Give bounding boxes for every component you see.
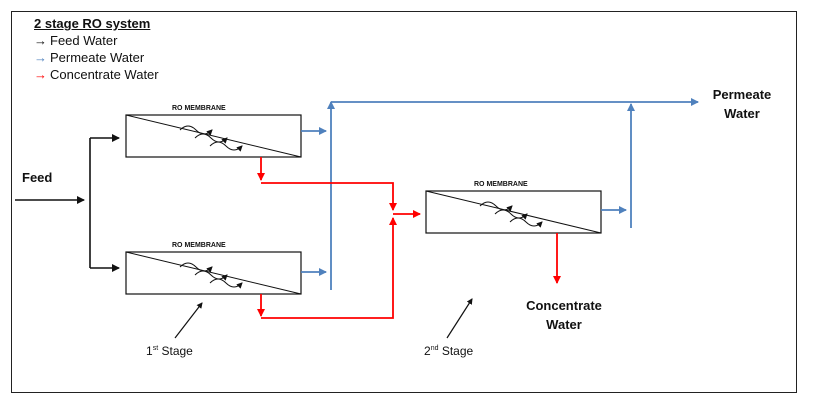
membrane-1-title: RO MEMBRANE <box>172 105 226 112</box>
concentrate-label: Concentrate Water <box>509 298 619 332</box>
legend-label: Permeate Water <box>50 50 145 65</box>
concentrate-label-line2: Water <box>546 317 582 332</box>
diagram-frame <box>11 11 797 393</box>
legend-title: 2 stage RO system <box>34 16 151 31</box>
arrow-right-icon: → <box>34 67 47 82</box>
membrane-2-title: RO MEMBRANE <box>172 242 226 249</box>
membrane-1 <box>125 114 302 158</box>
legend-item-feed: → Feed Water <box>34 32 159 49</box>
first-stage-suffix: st <box>152 345 159 352</box>
arrow-right-icon: → <box>34 33 47 48</box>
concentrate-flow <box>257 157 561 319</box>
first-stage-text: Stage <box>158 344 193 358</box>
second-stage-text: Stage <box>438 344 474 358</box>
first-stage-label: 1st Stage <box>146 344 193 358</box>
permeate-label-line1: Permeate <box>712 87 772 102</box>
legend-label: Concentrate Water <box>50 67 159 82</box>
permeate-label: Permeate Water <box>700 87 784 121</box>
second-stage-label: 2nd Stage <box>424 344 473 358</box>
stage-pointers <box>174 298 473 339</box>
feed-flow <box>15 134 120 272</box>
membrane-3-title: RO MEMBRANE <box>474 181 528 188</box>
concentrate-label-line1: Concentrate <box>526 298 602 313</box>
second-stage-suffix: nd <box>430 345 439 352</box>
first-stage-number: 1 <box>146 344 153 358</box>
legend-label: Feed Water <box>50 33 118 48</box>
arrow-right-icon: → <box>34 50 47 65</box>
permeate-label-line2: Water <box>724 106 760 121</box>
permeate-flow <box>301 98 699 290</box>
second-stage-number: 2 <box>424 344 431 358</box>
legend-item-concentrate: → Concentrate Water <box>34 66 159 83</box>
feed-label: Feed <box>22 170 53 185</box>
membrane-3 <box>425 190 602 234</box>
legend-item-permeate: → Permeate Water <box>34 49 159 66</box>
legend: 2 stage RO system → Feed Water → Permeat… <box>34 15 159 83</box>
membrane-2 <box>125 251 302 295</box>
